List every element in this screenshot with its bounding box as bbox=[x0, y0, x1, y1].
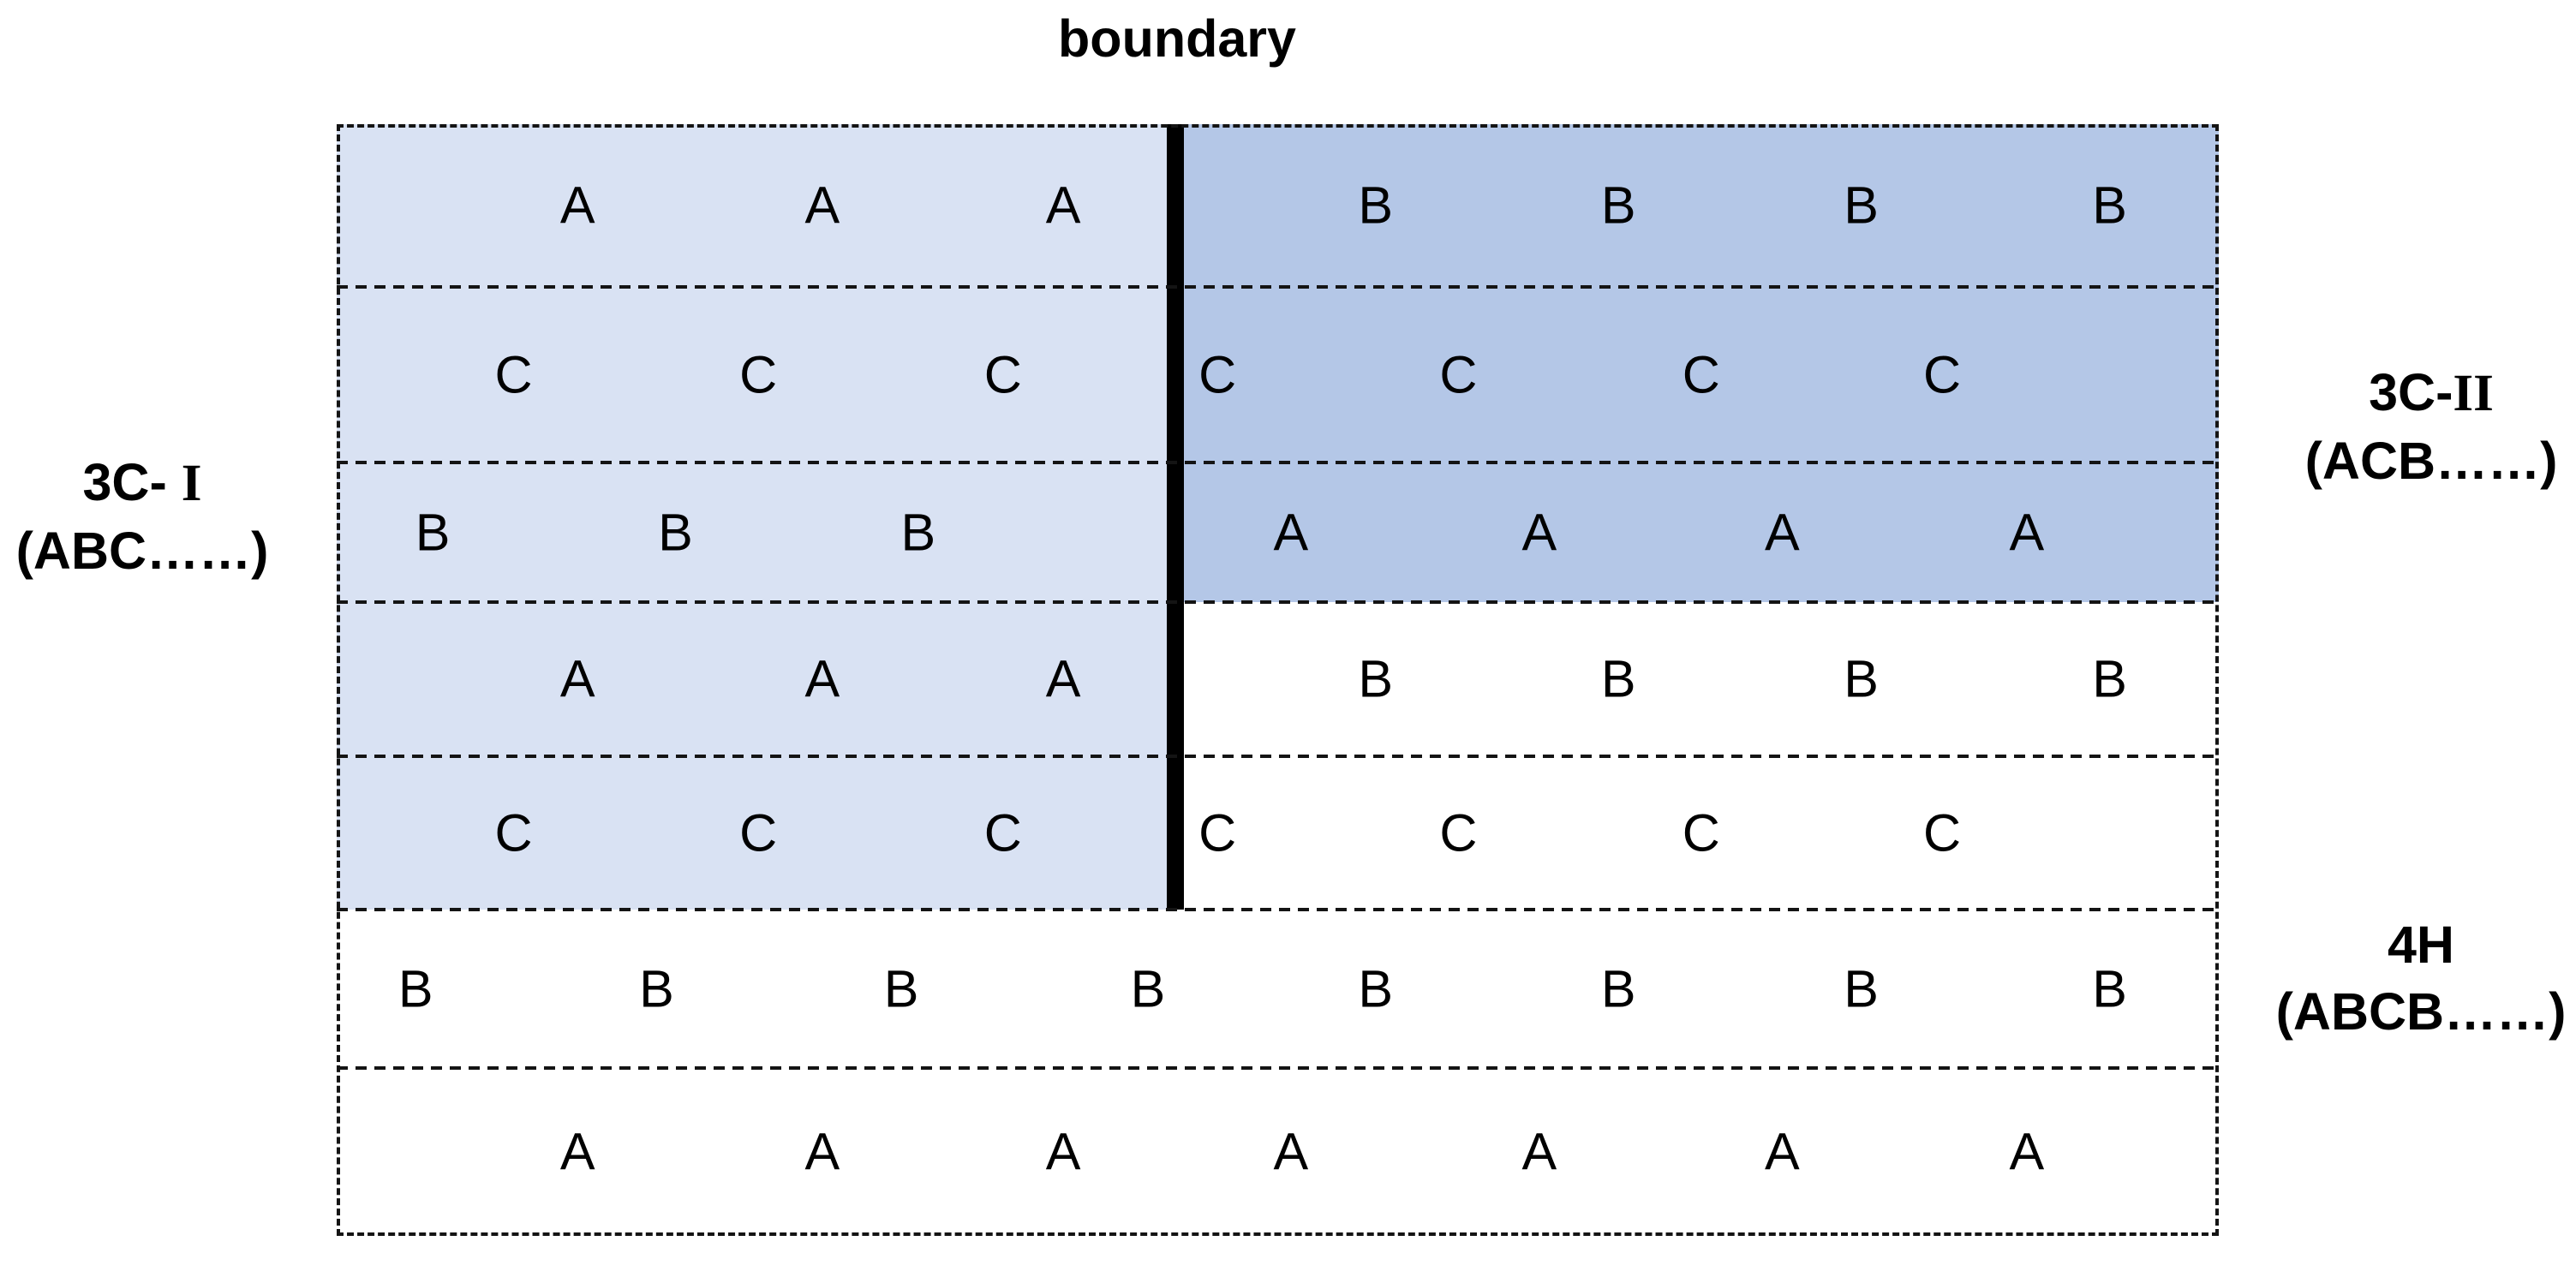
label-4h: 4H (ABCB……) bbox=[2276, 911, 2567, 1045]
stacking-letter: A bbox=[1045, 176, 1081, 235]
stacking-letter: A bbox=[2009, 503, 2045, 561]
layer-divider bbox=[337, 755, 2219, 758]
stacking-letter: C bbox=[1198, 803, 1237, 862]
layer-divider bbox=[337, 600, 2219, 604]
stacking-letter: C bbox=[739, 803, 778, 862]
stacking-letter: B bbox=[1130, 959, 1166, 1017]
stacking-letter: C bbox=[1198, 345, 1237, 403]
stacking-letter: B bbox=[1600, 959, 1636, 1017]
stacking-letter: A bbox=[1045, 1122, 1081, 1181]
stacking-letter: A bbox=[2009, 1122, 2045, 1181]
label-4h-name: 4H bbox=[2388, 916, 2454, 974]
stacking-letter: A bbox=[804, 649, 840, 708]
stacking-diagram: A A A B B B B C C C C C C C B B B A A A A A A A B B B B C C C C C C C B B B B B… bbox=[337, 124, 2219, 1236]
stacking-letter: C bbox=[1923, 803, 1962, 862]
stacking-letter: B bbox=[1600, 176, 1636, 235]
stacking-letter: A bbox=[559, 176, 595, 235]
region-3c2-fill bbox=[1184, 124, 2219, 602]
stacking-letter: A bbox=[1521, 1122, 1557, 1181]
stacking-letter: B bbox=[415, 503, 451, 561]
stacking-letter: B bbox=[1600, 649, 1636, 708]
stacking-letter: B bbox=[2092, 176, 2127, 235]
label-3c2-name: 3C-II bbox=[2369, 363, 2494, 422]
stacking-letter: B bbox=[2092, 649, 2127, 708]
stacking-letter: A bbox=[1764, 1122, 1800, 1181]
label-4h-sequence: (ABCB……) bbox=[2275, 982, 2567, 1041]
stacking-letter: A bbox=[559, 649, 595, 708]
stacking-letter: C bbox=[1923, 345, 1962, 403]
stacking-letter: B bbox=[1358, 176, 1394, 235]
layer-divider bbox=[337, 461, 2219, 464]
stacking-letter: A bbox=[1764, 503, 1800, 561]
roman-numeral-one: I bbox=[181, 455, 202, 512]
stacking-letter: C bbox=[1439, 803, 1478, 862]
stacking-letter: C bbox=[1682, 803, 1720, 862]
roman-numeral-two: II bbox=[2453, 365, 2494, 422]
stacking-letter: B bbox=[639, 959, 674, 1017]
stacking-letter: C bbox=[983, 803, 1022, 862]
region-3c1-fill bbox=[337, 124, 1167, 910]
stacking-letter: B bbox=[1358, 649, 1394, 708]
stacking-letter: C bbox=[494, 345, 533, 403]
layer-divider bbox=[337, 908, 2219, 911]
stacking-letter: B bbox=[397, 959, 433, 1017]
stacking-letter: B bbox=[1844, 959, 1879, 1017]
stacking-letter: B bbox=[1844, 176, 1879, 235]
stacking-letter: B bbox=[883, 959, 919, 1017]
stacking-letter: B bbox=[1844, 649, 1879, 708]
stacking-letter: C bbox=[983, 345, 1022, 403]
stacking-letter: A bbox=[1273, 1122, 1309, 1181]
stacking-letter: B bbox=[1358, 959, 1394, 1017]
layer-divider bbox=[337, 1066, 2219, 1070]
stacking-letter: C bbox=[1439, 345, 1478, 403]
stacking-letter: C bbox=[1682, 345, 1720, 403]
label-3c2: 3C-II (ACB……) bbox=[2305, 359, 2558, 494]
stacking-letter: A bbox=[1045, 649, 1081, 708]
stacking-letter: A bbox=[804, 176, 840, 235]
stacking-letter: C bbox=[739, 345, 778, 403]
stacking-letter: B bbox=[2092, 959, 2127, 1017]
stacking-letter: A bbox=[559, 1122, 595, 1181]
layer-divider bbox=[337, 285, 2219, 289]
stacking-letter: A bbox=[804, 1122, 840, 1181]
stacking-letter: B bbox=[658, 503, 693, 561]
boundary-label: boundary bbox=[1058, 9, 1296, 68]
label-3c1: 3C- I (ABC……) bbox=[16, 449, 269, 584]
stacking-letter: C bbox=[494, 803, 533, 862]
label-3c1-sequence: (ABC……) bbox=[15, 522, 269, 580]
stacking-letter: B bbox=[900, 503, 936, 561]
label-3c1-name: 3C- I bbox=[82, 453, 202, 512]
stacking-letter: A bbox=[1273, 503, 1309, 561]
label-3c2-sequence: (ACB……) bbox=[2304, 432, 2558, 490]
boundary-line bbox=[1167, 124, 1184, 910]
stacking-letter: A bbox=[1521, 503, 1557, 561]
